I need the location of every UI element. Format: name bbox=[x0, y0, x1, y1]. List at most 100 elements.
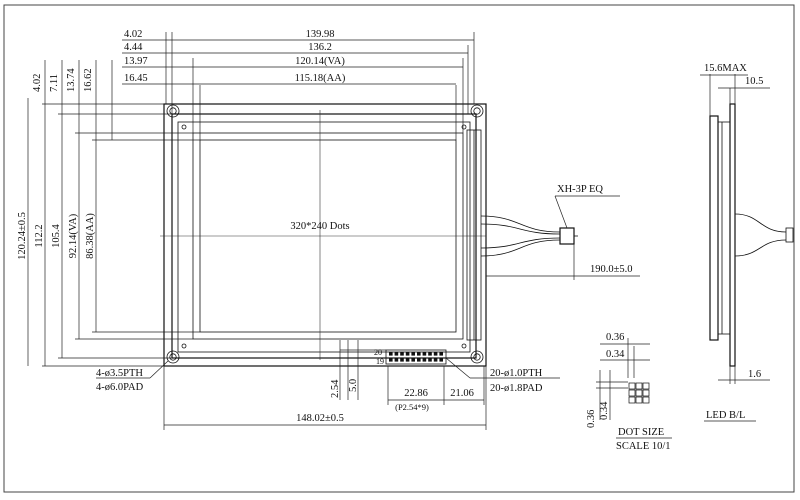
dot-cell bbox=[642, 382, 650, 390]
pin-first-label: 20 bbox=[374, 348, 382, 357]
dim-13-74-left: 13.74 bbox=[66, 68, 77, 92]
pin-pad bbox=[417, 352, 421, 356]
mounting-hole-tr bbox=[470, 104, 484, 118]
dot-left-034: 0.34 bbox=[599, 401, 610, 420]
mounting-hole-bl bbox=[166, 350, 180, 364]
dim-120-14-va: 120.14(VA) bbox=[295, 56, 345, 67]
pin-offset: 21.06 bbox=[450, 388, 474, 399]
bezel-screw-bl bbox=[181, 343, 187, 349]
pin-pad: 20-ø1.8PAD bbox=[490, 383, 543, 394]
pin-pad bbox=[405, 352, 410, 356]
pin-pad bbox=[422, 352, 427, 356]
pin-pad bbox=[422, 358, 427, 362]
pin-pad bbox=[411, 352, 415, 356]
pin-header-outline bbox=[385, 349, 447, 365]
pitch-total: 22.86 bbox=[404, 388, 428, 399]
pin-array bbox=[389, 352, 443, 362]
pitch-note: (P2.54*9) bbox=[395, 402, 429, 412]
dot-size-title: DOT SIZE bbox=[618, 427, 664, 438]
top-dimensions: 139.98 136.2 120.14(VA) 115.18(AA) 4.02 … bbox=[122, 29, 475, 140]
bottom-width: 148.02±0.5 bbox=[296, 413, 344, 424]
dot-top-036: 0.36 bbox=[606, 332, 624, 343]
mounting-hole-br bbox=[470, 350, 484, 364]
dot-cell bbox=[628, 382, 636, 390]
dot-size-scale: SCALE 10/1 bbox=[616, 441, 671, 452]
pin-pad bbox=[405, 358, 410, 362]
pin-header: 20 19 20-ø1.0PTH 20-ø1.8PAD 22.86 (P2.54… bbox=[330, 340, 560, 412]
dim-136-2: 136.2 bbox=[308, 42, 332, 53]
hole-pad: 4-ø6.0PAD bbox=[96, 382, 144, 393]
pin-pth: 20-ø1.0PTH bbox=[490, 368, 543, 379]
pin-pad bbox=[428, 352, 432, 356]
bezel-inner bbox=[177, 121, 471, 353]
hole-callout: 4-ø3.5PTH 4-ø6.0PAD bbox=[96, 360, 169, 393]
pin-pad bbox=[400, 352, 404, 356]
dim-92-14-va: 92.14(VA) bbox=[68, 213, 79, 258]
dim-120-24: 120.24±0.5 bbox=[17, 212, 28, 260]
left-dimensions: 4.02 7.11 13.74 16.62 120.24±0.5 112.2 1… bbox=[17, 60, 200, 367]
side-pcb-thickness: 1.6 bbox=[748, 369, 761, 380]
pin-pad bbox=[417, 358, 421, 362]
bottom-dimension: 148.02±0.5 bbox=[163, 366, 487, 430]
cable-connector: XH-3P EQ 190.0±5.0 bbox=[480, 184, 640, 280]
center-label: 320*240 Dots bbox=[290, 221, 349, 232]
drawing-border bbox=[3, 4, 795, 493]
dim-7-11-left: 7.11 bbox=[49, 74, 60, 92]
dim-112-2: 112.2 bbox=[34, 224, 45, 247]
side-pcb bbox=[729, 103, 736, 367]
pin-pad bbox=[439, 352, 443, 356]
dim-86-38-aa: 86.38(AA) bbox=[85, 213, 96, 259]
pin-dim-5-0: 5.0 bbox=[348, 379, 359, 392]
pcb-outline bbox=[163, 103, 487, 367]
cable-length: 190.0±5.0 bbox=[590, 264, 633, 275]
connector-housing bbox=[559, 227, 575, 245]
dot-cell bbox=[635, 396, 643, 404]
connector-label: XH-3P EQ bbox=[557, 184, 603, 195]
dot-cell bbox=[642, 396, 650, 404]
dot-grid bbox=[628, 382, 650, 404]
dim-13-97-top: 13.97 bbox=[124, 56, 148, 67]
side-connector bbox=[785, 227, 794, 243]
pin-pad bbox=[394, 352, 399, 356]
dim-4-02-left: 4.02 bbox=[32, 74, 43, 92]
dot-size-detail: 0.36 0.34 0.36 0.34 DOT SIZE SCALE 10/1 bbox=[586, 332, 672, 452]
pin-pad bbox=[394, 358, 399, 362]
mounting-hole-tl bbox=[166, 104, 180, 118]
side-bezel bbox=[709, 115, 719, 341]
side-depth: 10.5 bbox=[745, 76, 763, 87]
pin-pad bbox=[433, 358, 438, 362]
dim-115-18-aa: 115.18(AA) bbox=[295, 73, 346, 84]
dim-105-4: 105.4 bbox=[51, 223, 62, 247]
pin-pad bbox=[389, 358, 393, 362]
bezel-screw-tr bbox=[461, 124, 467, 130]
dot-cell bbox=[635, 389, 643, 397]
pin-pad bbox=[433, 352, 438, 356]
dim-4-02-top: 4.02 bbox=[124, 29, 142, 40]
pin-pad bbox=[400, 358, 404, 362]
dim-139-98: 139.98 bbox=[306, 29, 335, 40]
pin-pad bbox=[411, 358, 415, 362]
dot-cell bbox=[642, 389, 650, 397]
front-view: 320*240 Dots 139.98 136.2 120.14(VA) 115… bbox=[17, 29, 640, 430]
dot-left-036: 0.36 bbox=[586, 410, 597, 428]
dot-cell bbox=[628, 396, 636, 404]
dot-cell bbox=[635, 382, 643, 390]
side-thickness: 15.6MAX bbox=[704, 63, 747, 74]
dim-16-62-left: 16.62 bbox=[83, 68, 94, 92]
dot-top-034: 0.34 bbox=[606, 349, 625, 360]
dim-16-45-top: 16.45 bbox=[124, 73, 148, 84]
hole-pth: 4-ø3.5PTH bbox=[96, 368, 143, 379]
bezel-screw-br bbox=[461, 343, 467, 349]
pin-pad bbox=[428, 358, 432, 362]
side-led-label: LED B/L bbox=[706, 410, 745, 421]
pin-dim-2-54: 2.54 bbox=[330, 379, 341, 398]
dot-cell bbox=[628, 389, 636, 397]
pin-pad bbox=[389, 352, 393, 356]
dim-4-44-top: 4.44 bbox=[124, 42, 143, 53]
pin-second-label: 19 bbox=[376, 357, 384, 366]
pin-pad bbox=[439, 358, 443, 362]
bezel-screw-tl bbox=[181, 124, 187, 130]
side-view: 15.6MAX 10.5 1.6 LED B/L bbox=[700, 63, 794, 422]
